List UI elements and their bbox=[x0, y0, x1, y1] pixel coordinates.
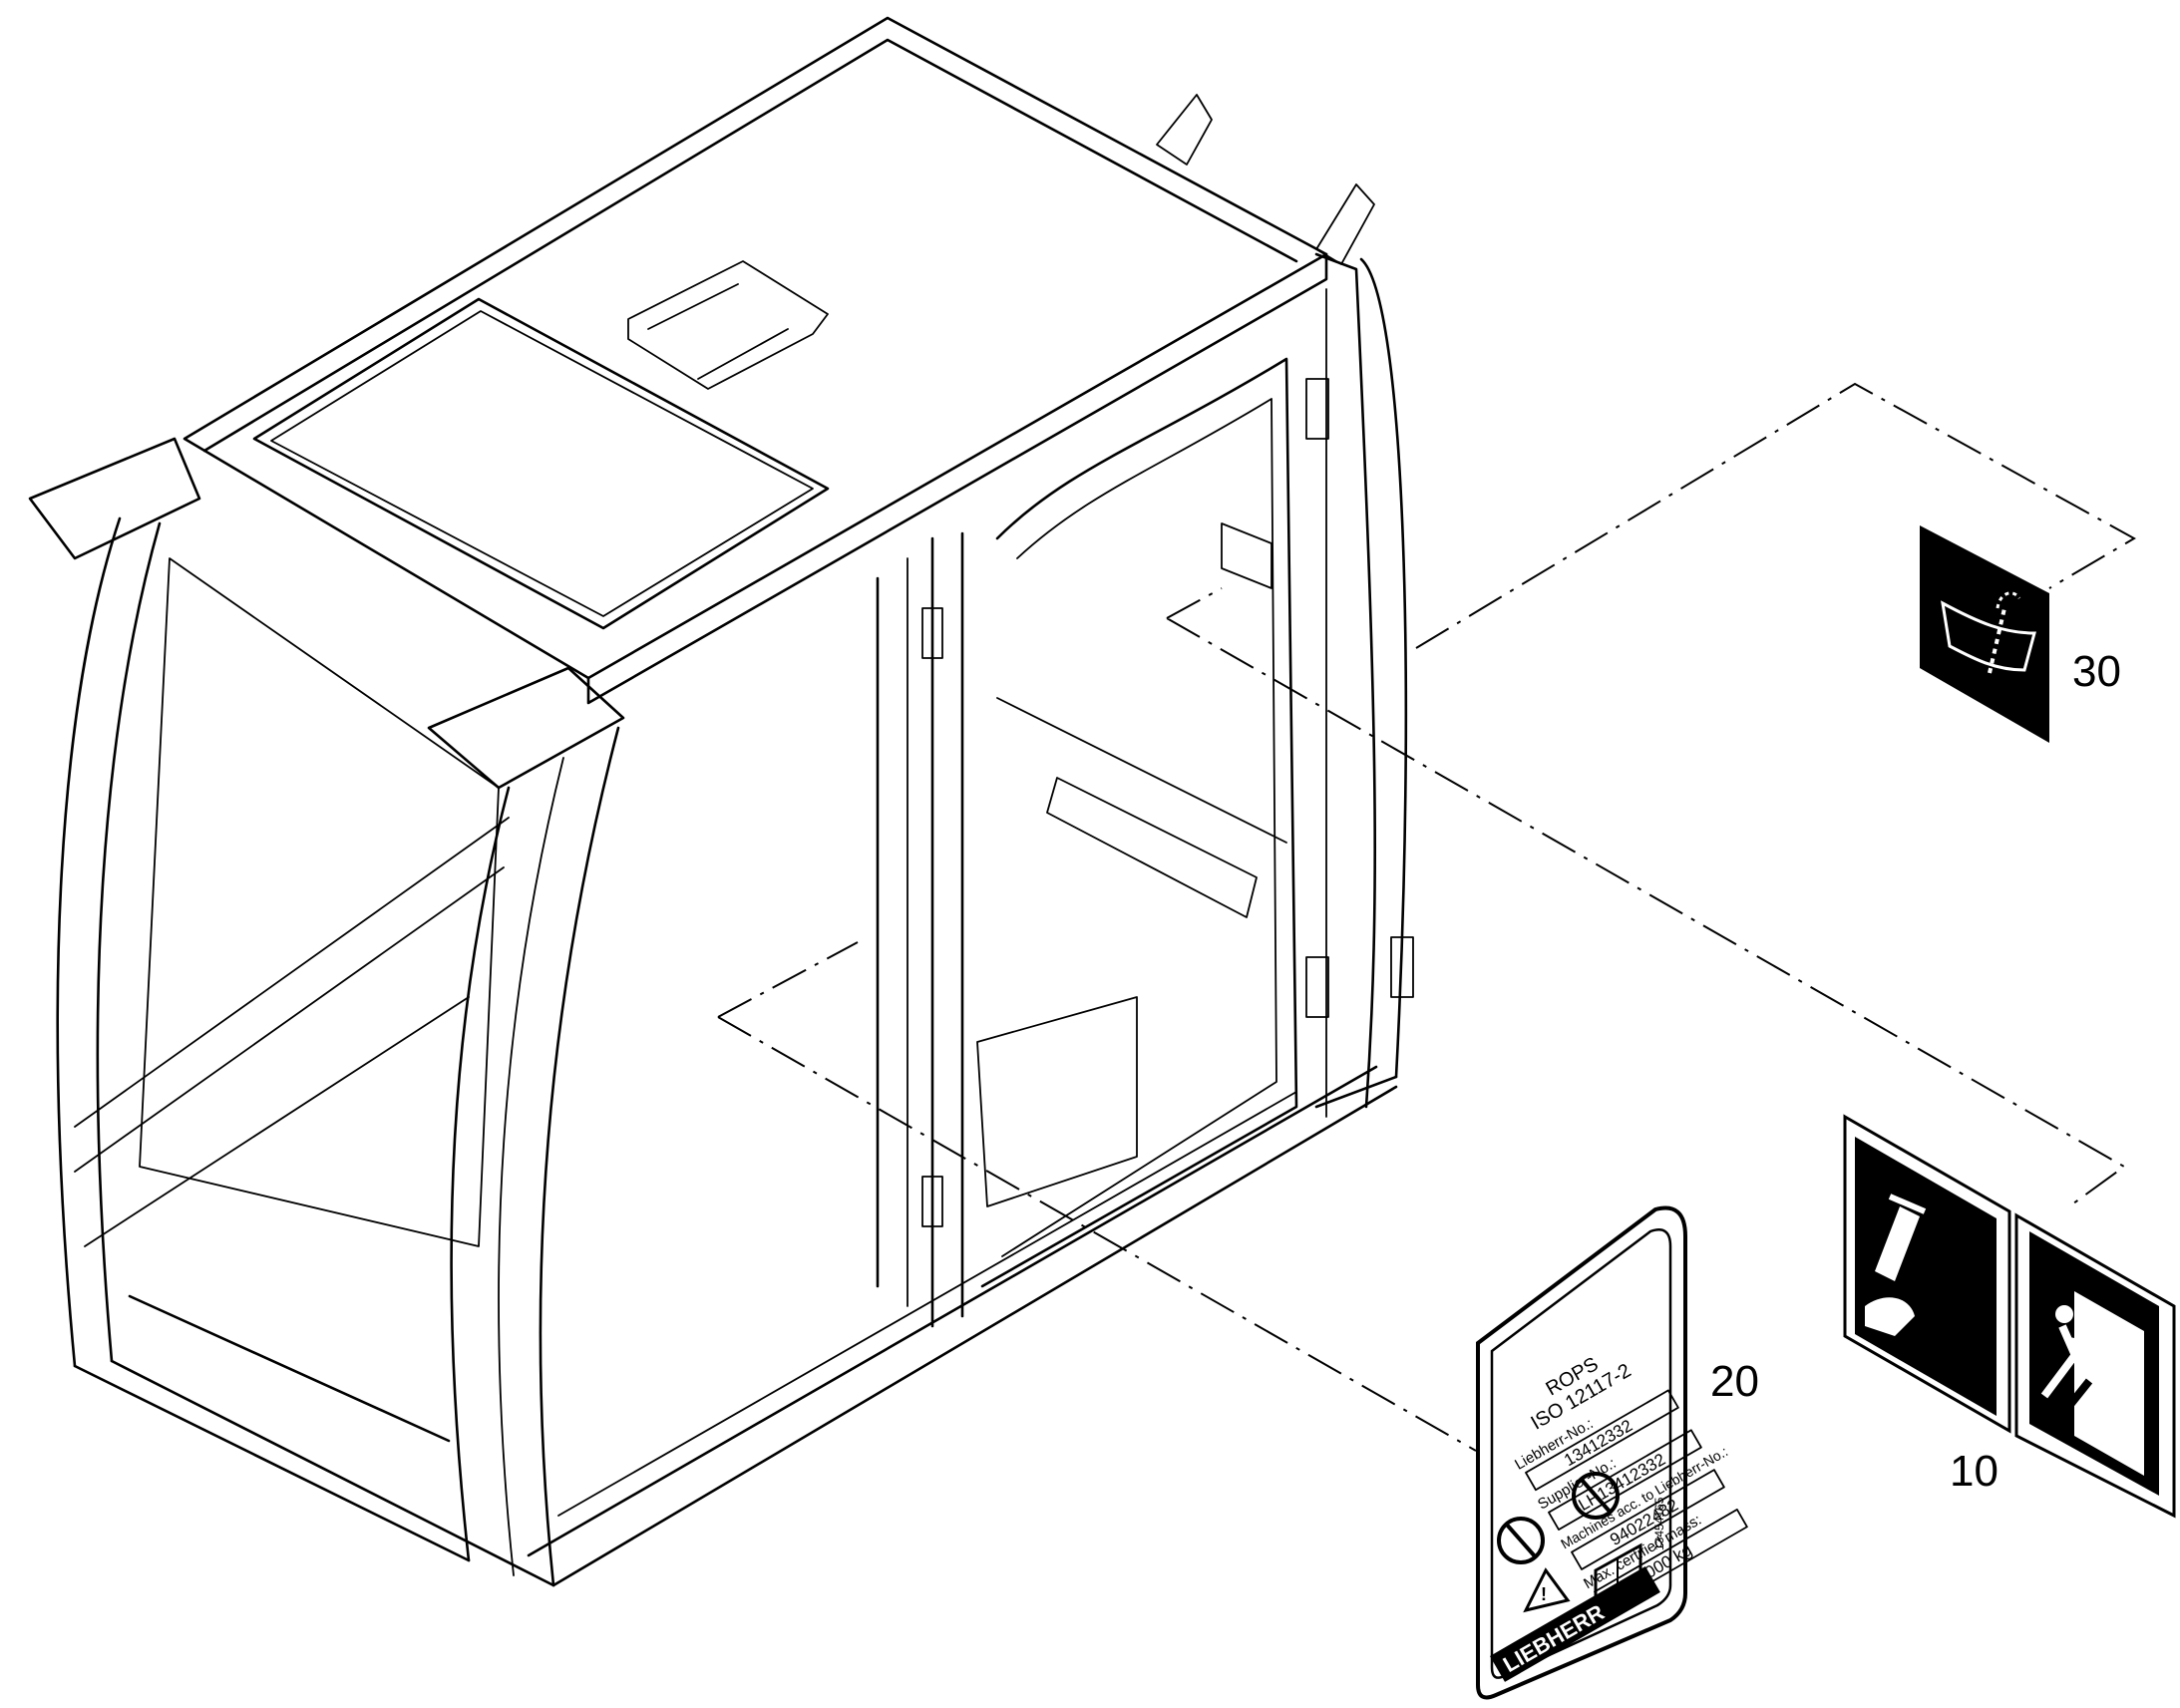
emergency-hammer-glass-break-icon bbox=[1865, 1194, 1981, 1336]
prohibited-action-icon bbox=[1497, 1517, 1545, 1564]
decal-30-wiper bbox=[1920, 525, 2049, 743]
operator-cab-frame bbox=[28, 16, 1414, 1587]
callout-20: 20 bbox=[1710, 1357, 1759, 1406]
leader-lines bbox=[717, 382, 2137, 1452]
callout-10: 10 bbox=[1950, 1447, 1998, 1496]
label-document-code: 13454165 bbox=[1652, 1497, 1666, 1550]
prohibited-action-icon bbox=[1572, 1472, 1620, 1520]
decal-20-rops-label: ROPS ISO 12117-2 Liebherr-No.: 13412332 … bbox=[1476, 1205, 1748, 1700]
emergency-exit-running-man-icon bbox=[2040, 1291, 2144, 1476]
svg-text:!: ! bbox=[1541, 1584, 1547, 1604]
windscreen-wiper-washer-icon bbox=[1941, 591, 2036, 674]
callout-30: 30 bbox=[2072, 647, 2121, 696]
decal-10-emergency bbox=[1843, 1114, 2176, 1519]
warning-triangle-icon: ! bbox=[1523, 1567, 1571, 1613]
